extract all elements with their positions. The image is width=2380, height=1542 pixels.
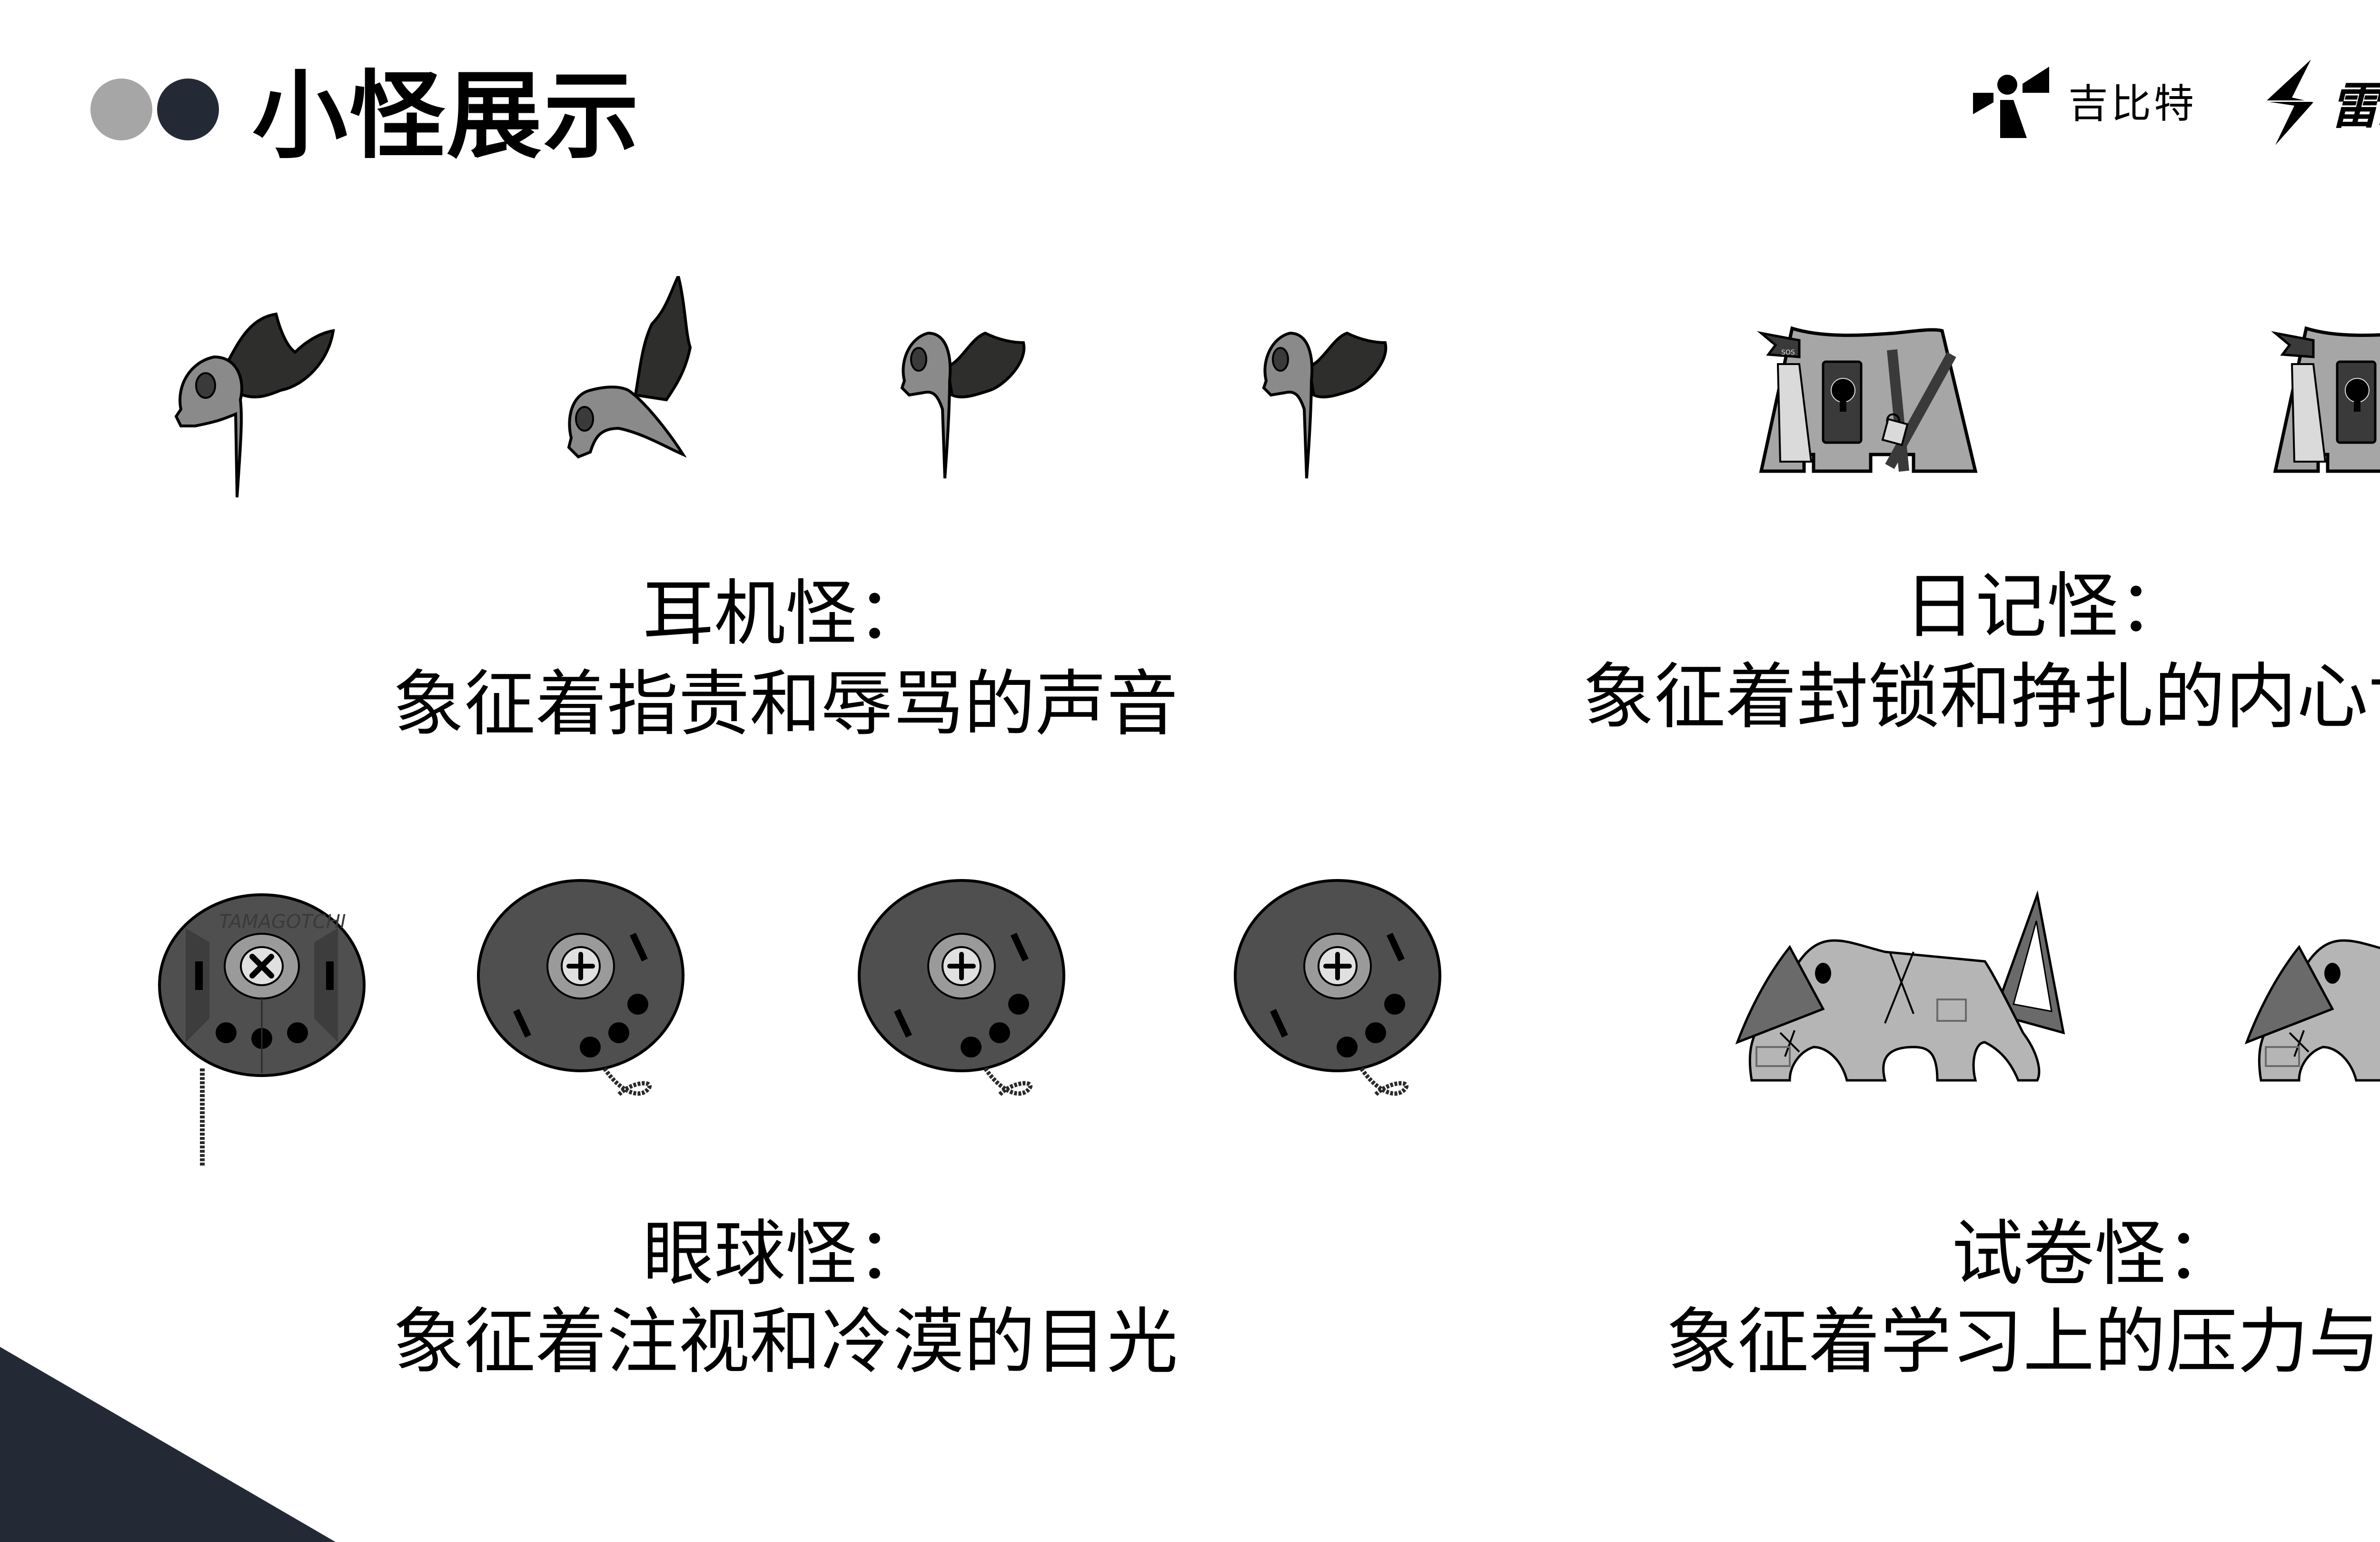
leiting-logo-text: 雷霆游戏 — [2330, 77, 2380, 135]
jibite-logo: 吉比特 — [1973, 67, 2211, 143]
monster-card-earphone — [143, 276, 1428, 752]
leiting-logo: 雷霆游戏 — [2266, 59, 2380, 150]
tamagotchi-eye-icon — [477, 879, 684, 1097]
gray-dot — [90, 79, 152, 140]
monster-name-diary: 日记怪： — [1904, 565, 2190, 648]
monster-card-eyeball: TAMAGOTCHI — [143, 876, 1476, 1180]
monster-card-exam — [1714, 880, 2380, 1095]
locked-diary-icon: SOS — [1757, 326, 1978, 473]
monster-description-diary: 象征着封锁和挣扎的内心世界 — [1582, 656, 2380, 739]
monster-description-earphone: 象征着指责和辱骂的声音 — [392, 663, 1178, 746]
slide-header: 小怪展示 吉比特 雷霆游戏 — [0, 0, 2380, 190]
monster-name-exam: 试卷怪： — [1951, 1213, 2237, 1295]
monster-name-earphone: 耳机怪： — [642, 573, 928, 655]
tamagotchi-eye-icon — [858, 879, 1065, 1097]
jibite-logo-text: 吉比特 — [2068, 80, 2197, 127]
monster-description-exam: 象征着学习上的压力与挫折 — [1666, 1301, 2380, 1384]
exam-paper-elephant-icon — [2244, 939, 2380, 1082]
tamagotchi-label: TAMAGOTCHI — [219, 911, 346, 933]
winged-earphone-icon — [900, 331, 1026, 479]
tamagotchi-eye-icon: TAMAGOTCHI — [158, 893, 366, 1166]
winged-earphone-icon — [1262, 331, 1388, 479]
dark-dot — [157, 79, 219, 140]
jibite-figure-icon — [1973, 67, 2049, 138]
locked-diary-icon — [2271, 326, 2380, 473]
exam-paper-elephant-icon — [1735, 890, 2065, 1082]
tamagotchi-eye-icon — [1234, 879, 1441, 1097]
winged-earphone-icon — [567, 276, 692, 459]
page-title: 小怪展示 — [252, 61, 641, 172]
monster-card-diary: SOS — [1737, 305, 2380, 504]
sos-flag-text: SOS — [1781, 349, 1795, 356]
corner-triangle-bottom-left — [0, 1347, 336, 1542]
monster-name-eyeball: 眼球怪： — [642, 1213, 928, 1295]
monster-description-eyeball: 象征着注视和冷漠的目光 — [392, 1301, 1178, 1384]
winged-earphone-icon — [174, 312, 335, 498]
lightning-bolt-icon — [2266, 59, 2313, 145]
